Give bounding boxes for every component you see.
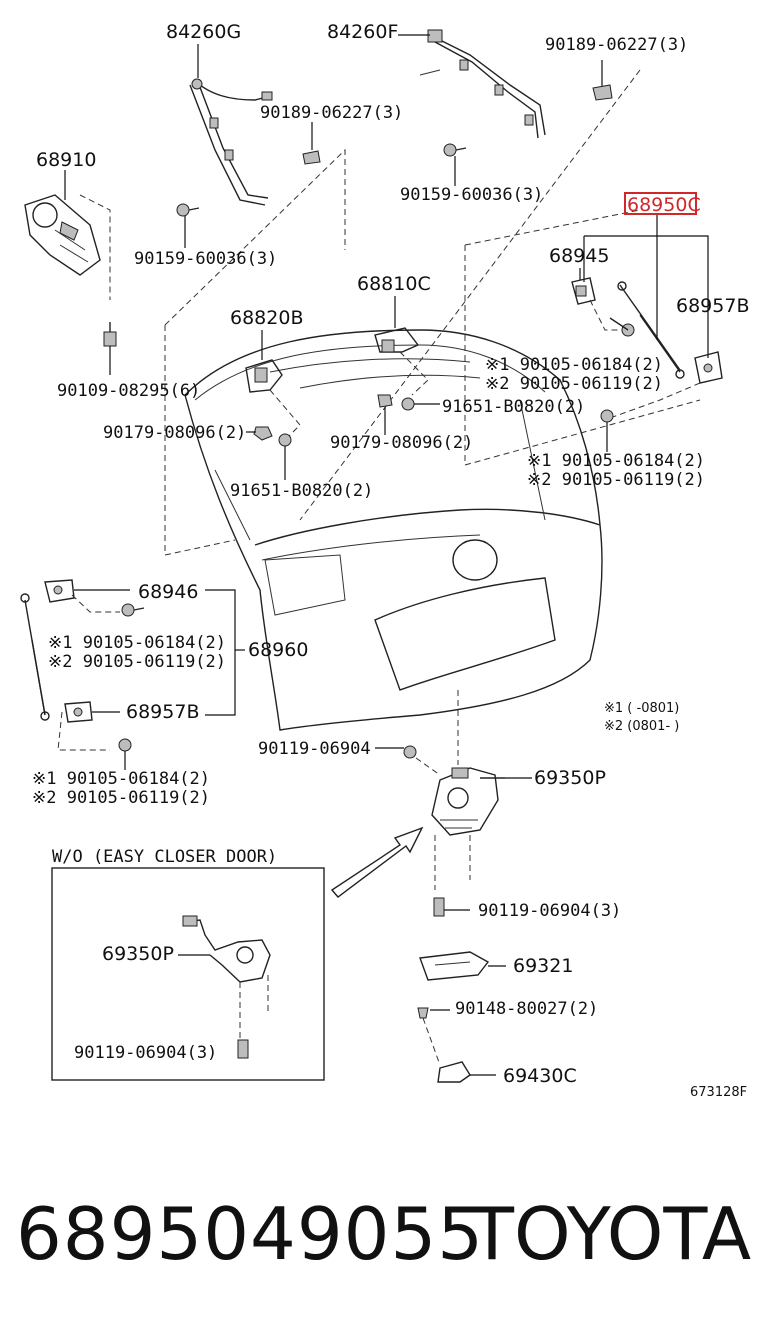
- bolt-91651-left: [278, 433, 292, 480]
- back-door-panel: [184, 329, 603, 731]
- label-90105-left-2a: ※2 90105-06119(2): [48, 652, 226, 672]
- stay-68950C-right: [583, 214, 709, 379]
- clip-90189-upper: [592, 60, 613, 101]
- nut-90179-right: [377, 394, 393, 435]
- label-90189-upper: 90189-06227(3): [545, 35, 688, 55]
- label-84260G: 84260G: [166, 21, 241, 43]
- bolt-90105-lower-right: [600, 409, 614, 452]
- bolt-90159-upper: [443, 143, 467, 186]
- footer-part-number: 6895049055: [16, 1192, 485, 1276]
- label-69321: 69321: [513, 955, 573, 977]
- label-90109: 90109-08295(6): [57, 381, 200, 401]
- label-69430C: 69430C: [503, 1065, 577, 1087]
- bracket-68960-group-line: [205, 589, 236, 716]
- closer-actuator-69350P: [431, 767, 532, 836]
- bracket-68957B-left: [57, 701, 120, 751]
- inset-box-easy-closer: [51, 867, 325, 1081]
- label-91651-right: 91651-B0820(2): [442, 397, 585, 417]
- stay-68960-left: [20, 593, 50, 721]
- screw-90148: [417, 1007, 450, 1066]
- bracket-68957B-right: [609, 351, 723, 419]
- label-68910: 68910: [36, 149, 96, 171]
- label-91651-left: 91651-B0820(2): [230, 481, 373, 501]
- label-90105-right-2b: ※2 90105-06119(2): [527, 470, 705, 490]
- label-90119-upper: 90119-06904: [258, 739, 371, 759]
- label-90179-right: 90179-08096(2): [330, 433, 473, 453]
- label-90119-lower: 90119-06904(3): [478, 901, 621, 921]
- label-note-2: ※2 (0801- ): [604, 719, 679, 734]
- label-68946: 68946: [138, 581, 198, 603]
- bolt-90105-lower-left: [118, 738, 132, 770]
- label-inset-title: W/O (EASY CLOSER DOOR): [52, 847, 277, 867]
- wire-harness-84260G: [189, 44, 273, 206]
- label-68960: 68960: [248, 639, 308, 661]
- dashed-region-left: [164, 325, 236, 556]
- highlight-box-68950C: [624, 192, 697, 215]
- label-90105-left-1a: ※1 90105-06184(2): [48, 633, 226, 653]
- label-90105-right-2a: ※2 90105-06119(2): [485, 374, 663, 394]
- label-69350P: 69350P: [534, 767, 606, 789]
- dashed-region-right: [464, 245, 701, 466]
- label-90105-left-2b: ※2 90105-06119(2): [32, 788, 210, 808]
- dashed-lines-below-actuator: [434, 835, 471, 890]
- striker-cover-69321: [419, 951, 506, 981]
- label-68950C-highlighted: 68950C: [627, 194, 701, 216]
- bolt-90105-upper-right: [609, 317, 635, 337]
- wire-harness-84260F: [398, 29, 546, 139]
- label-68957B-left: 68957B: [126, 701, 199, 723]
- label-68810C: 68810C: [357, 273, 431, 295]
- nut-90179-left: [246, 426, 273, 441]
- label-inset-90119: 90119-06904(3): [74, 1043, 217, 1063]
- exploded-parts-diagram: 84260G 84260F 90189-06227(3) 90189-06227…: [20, 21, 749, 1100]
- label-68820B: 68820B: [230, 307, 303, 329]
- footer-brand-name: TOYOTA: [470, 1192, 752, 1276]
- label-90159-upper: 90159-60036(3): [400, 185, 543, 205]
- label-90105-right-1b: ※1 90105-06184(2): [527, 451, 705, 471]
- label-figure-code: 673128F: [690, 1085, 747, 1100]
- label-90179-left: 90179-08096(2): [103, 423, 246, 443]
- striker-69430C: [437, 1061, 496, 1083]
- door-lock-68910: [24, 170, 111, 300]
- hinge-68820B: [245, 330, 301, 441]
- bracket-68945: [571, 268, 625, 331]
- dashed-region-top: [164, 148, 346, 326]
- dashed-region-right-top: [464, 209, 641, 246]
- label-84260F: 84260F: [327, 21, 398, 43]
- label-68945: 68945: [549, 245, 609, 267]
- bolt-90119-lower: [433, 897, 470, 917]
- label-68957B-right: 68957B: [676, 295, 749, 317]
- bolt-90105-upper-left: [121, 603, 145, 617]
- label-90105-right-1a: ※1 90105-06184(2): [485, 355, 663, 375]
- label-90105-left-1b: ※1 90105-06184(2): [32, 769, 210, 789]
- dashed-divider: [299, 69, 641, 521]
- bracket-68946: [44, 579, 130, 613]
- hinge-68810C: [374, 296, 429, 396]
- arrow-inset-to-actuator: [330, 826, 424, 898]
- bolt-90119-upper: [375, 745, 441, 776]
- label-90189-left: 90189-06227(3): [260, 103, 403, 123]
- label-90148: 90148-80027(2): [455, 999, 598, 1019]
- label-90159-left: 90159-60036(3): [134, 249, 277, 269]
- bolt-90109: [103, 322, 117, 375]
- label-inset-69350P: 69350P: [102, 943, 174, 965]
- label-note-1: ※1 ( -0801): [604, 701, 679, 716]
- bolt-91651-right: [401, 397, 440, 411]
- bolt-90159-left: [176, 203, 200, 248]
- clip-90189-left: [302, 122, 321, 165]
